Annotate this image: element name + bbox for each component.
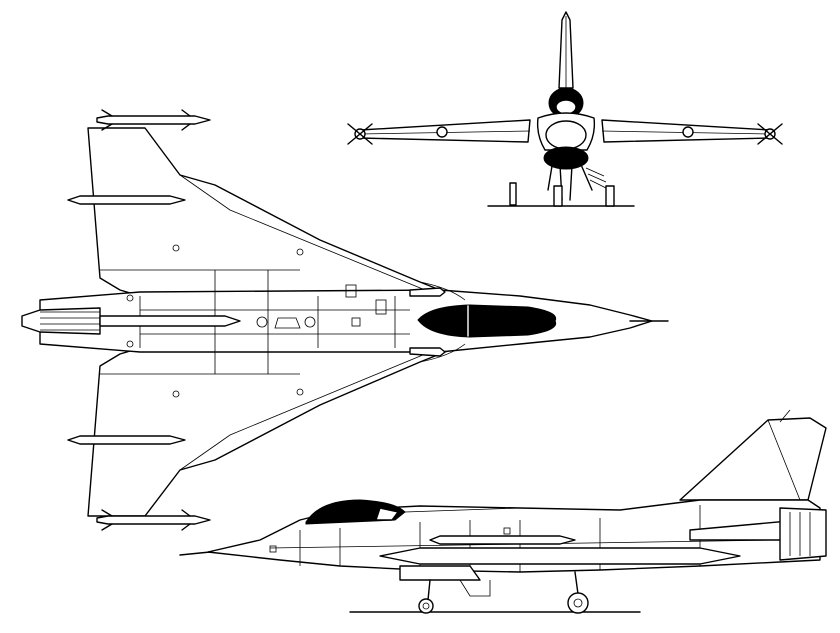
front-view-wingtip-missile-left — [347, 123, 373, 145]
top-view-canopy — [417, 304, 557, 338]
top-view-exhaust-nozzle — [21, 307, 101, 335]
top-view-store-upper — [409, 287, 446, 297]
front-view-pylon-store-right — [682, 126, 694, 138]
side-view-fuel-tank — [379, 547, 741, 565]
front-view-wingtip-missile-right — [757, 123, 783, 145]
front-view-air-intake — [543, 146, 589, 170]
front-view-landing-gear — [547, 159, 593, 201]
top-view-wingtip-missile-lower — [96, 509, 211, 531]
top-view-right-wing — [87, 347, 456, 517]
side-view-nose-probe — [179, 551, 211, 556]
side-view-main-gear — [567, 571, 589, 614]
top-view — [21, 109, 669, 531]
top-view-centerline-store — [99, 315, 241, 327]
side-view-air-intake — [399, 565, 481, 581]
top-view-store-lower — [409, 347, 446, 357]
top-view-left-wing — [87, 127, 456, 297]
top-view-wingtip-missile-upper — [96, 109, 211, 131]
side-view-vertical-tail — [679, 417, 827, 501]
side-view-missile — [429, 535, 576, 545]
top-view-underwing-missile-lower — [67, 435, 186, 445]
front-view — [347, 11, 783, 207]
top-view-underwing-missile-upper — [67, 195, 186, 205]
side-view — [179, 409, 827, 614]
side-view-nose-gear — [418, 579, 434, 614]
side-view-exhaust-nozzle — [779, 507, 827, 561]
front-view-pylon-store-left — [436, 126, 448, 138]
